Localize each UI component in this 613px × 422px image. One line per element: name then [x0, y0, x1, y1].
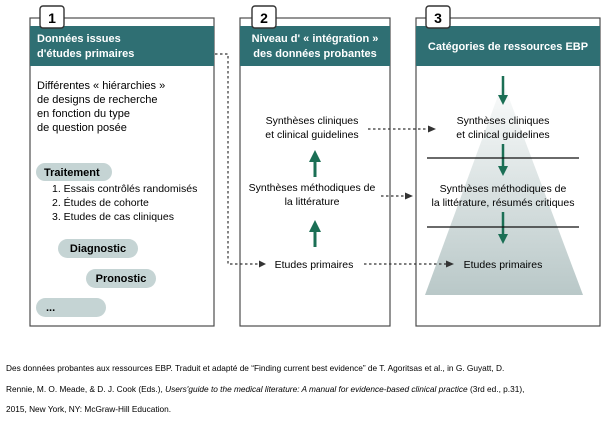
panel-1-header	[30, 26, 214, 66]
diagnostic-label: Diagnostic	[70, 243, 126, 255]
panel-1-desc-line3: en fonction du type	[37, 108, 130, 120]
caption-line1: Des données probantes aux ressources EBP…	[6, 363, 504, 373]
panel-1-header-line1: Données issues	[37, 33, 121, 45]
panel-2-header	[240, 26, 390, 66]
connector-bottom-level	[364, 260, 454, 268]
panel-1-desc-line2: de designs de recherche	[37, 94, 157, 106]
panel-2-header-line2: des données probantes	[253, 48, 376, 60]
traitement-label: Traitement	[44, 167, 100, 179]
traitement-item-3: 3. Etudes de cas cliniques	[52, 211, 174, 223]
diagnostic-pill	[58, 239, 138, 258]
traitement-item-1: 1. Essais contrôlés randomisés	[52, 183, 197, 195]
panel-2-top-line2: et clinical guidelines	[265, 129, 358, 141]
caption-line2-c: (3rd ed., p.31),	[468, 384, 525, 394]
panel-2-header-line1: Niveau d' « intégration »	[252, 33, 379, 45]
connector-arrowhead	[405, 192, 413, 200]
panel-2-mid-line2: la littérature	[285, 196, 340, 208]
panel-3-mid-line2: la littérature, résumés critiques	[432, 197, 575, 209]
more-label: ...	[46, 302, 55, 314]
connector-arrowhead	[428, 125, 436, 133]
connector-mid-level	[381, 192, 413, 200]
caption-line2-a: Rennie, M. O. Meade, & D. J. Cook (Eds.)…	[6, 384, 165, 394]
panel-1-header-line2: d'études primaires	[37, 48, 134, 60]
panel-3-header-text: Catégories de ressources EBP	[428, 41, 588, 53]
panel-2-up-arrow-1	[309, 150, 321, 177]
traitement-pill	[36, 163, 112, 181]
panel-3: 3 Catégories de ressources EBP Synthèses…	[415, 5, 601, 327]
panel-3-number-box	[425, 5, 451, 29]
panel-2-number-box	[251, 5, 277, 29]
panel-3-down-arrow-1	[498, 76, 508, 105]
panel-3-top-line2: et clinical guidelines	[456, 129, 549, 141]
panel-2: 2 Niveau d' « intégration » des données …	[239, 5, 391, 327]
pronostic-label: Pronostic	[96, 273, 147, 285]
panel-3-header	[416, 26, 600, 66]
more-pill	[36, 298, 106, 317]
panel-2-top-line1: Synthèses cliniques	[266, 115, 359, 127]
connector-top-level	[368, 125, 436, 133]
connector-panel1-to-panel2	[215, 53, 266, 268]
evidence-pyramid	[425, 82, 583, 295]
pronostic-pill	[86, 269, 156, 288]
caption-line2: Rennie, M. O. Meade, & D. J. Cook (Eds.)…	[6, 384, 524, 394]
caption: Des données probantes aux ressources EBP…	[6, 363, 524, 414]
traitement-item-2: 2. Études de cohorte	[52, 196, 149, 209]
panel-1: 1 Données issues d'études primaires Diff…	[29, 5, 215, 327]
panel-1-number-box	[39, 5, 65, 29]
panel-3-top-line1: Synthèses cliniques	[457, 115, 550, 127]
panel-3-down-arrow-2	[498, 144, 508, 176]
panel-3-mid-line1: Synthèses méthodiques de	[440, 183, 567, 195]
panel-1-number: 1	[48, 10, 56, 26]
panel-2-mid-line1: Synthèses méthodiques de	[249, 182, 376, 194]
panel-3-down-arrow-3	[498, 212, 508, 244]
panel-2-up-arrow-2	[309, 220, 321, 247]
panel-3-bottom-label: Etudes primaires	[464, 259, 543, 271]
caption-book-title: Users'guide to the medical literature: A…	[165, 384, 468, 394]
connector-arrowhead	[446, 260, 454, 268]
caption-line3: 2015, New York, NY: McGraw-Hill Educatio…	[6, 404, 171, 414]
panel-2-bottom-label: Etudes primaires	[275, 259, 354, 271]
panel-2-number: 2	[260, 10, 268, 26]
panel-1-desc-line1: Différentes « hiérarchies »	[37, 80, 165, 92]
panel-3-number: 3	[434, 10, 442, 26]
connector-arrowhead	[259, 260, 266, 268]
panel-1-desc-line4: de question posée	[37, 122, 127, 134]
